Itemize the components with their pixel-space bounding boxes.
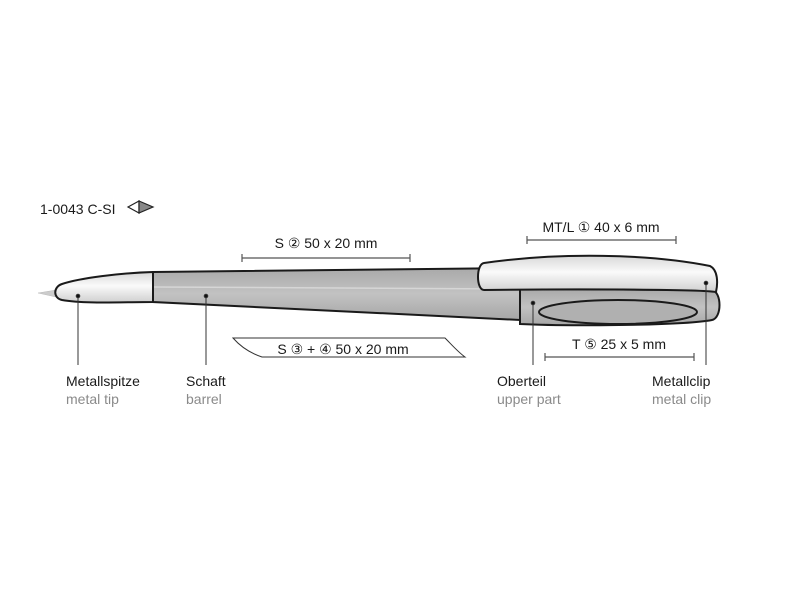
imprint-banner-s34: [231, 337, 467, 358]
clip-window: [538, 299, 698, 325]
product-code: 1-0043 C-SI: [40, 201, 115, 217]
imprint-label-s2: S ② 50 x 20 mm: [275, 235, 378, 251]
imprint-label-s34: S ③ + ④ 50 x 20 mm: [277, 341, 408, 357]
imprint-label-mtl: MT/L ① 40 x 6 mm: [542, 219, 659, 235]
rotation-mechanism-icon: [126, 199, 155, 215]
part-label-en-metal-tip: metal tip: [66, 391, 119, 407]
part-leaders: [75, 280, 709, 365]
metal-clip: [477, 254, 719, 294]
part-label-en-barrel: barrel: [186, 391, 222, 407]
part-label-de-upper-part: Oberteil: [497, 373, 546, 389]
part-label-de-barrel: Schaft: [186, 373, 226, 389]
part-label-en-upper-part: upper part: [497, 391, 561, 407]
imprint-dimension-s2: [241, 254, 411, 262]
refill-tip: [37, 289, 57, 298]
barrel: [152, 266, 521, 322]
imprint-dimension-mtl: [526, 236, 677, 244]
imprint-label-t5: T ⑤ 25 x 5 mm: [572, 336, 666, 352]
part-label-de-metal-tip: Metallspitze: [66, 373, 140, 389]
part-label-en-metal-clip: metal clip: [652, 391, 711, 407]
metal-tip: [54, 270, 154, 304]
imprint-dimension-t5: [544, 353, 695, 361]
part-label-de-metal-clip: Metallclip: [652, 373, 711, 389]
